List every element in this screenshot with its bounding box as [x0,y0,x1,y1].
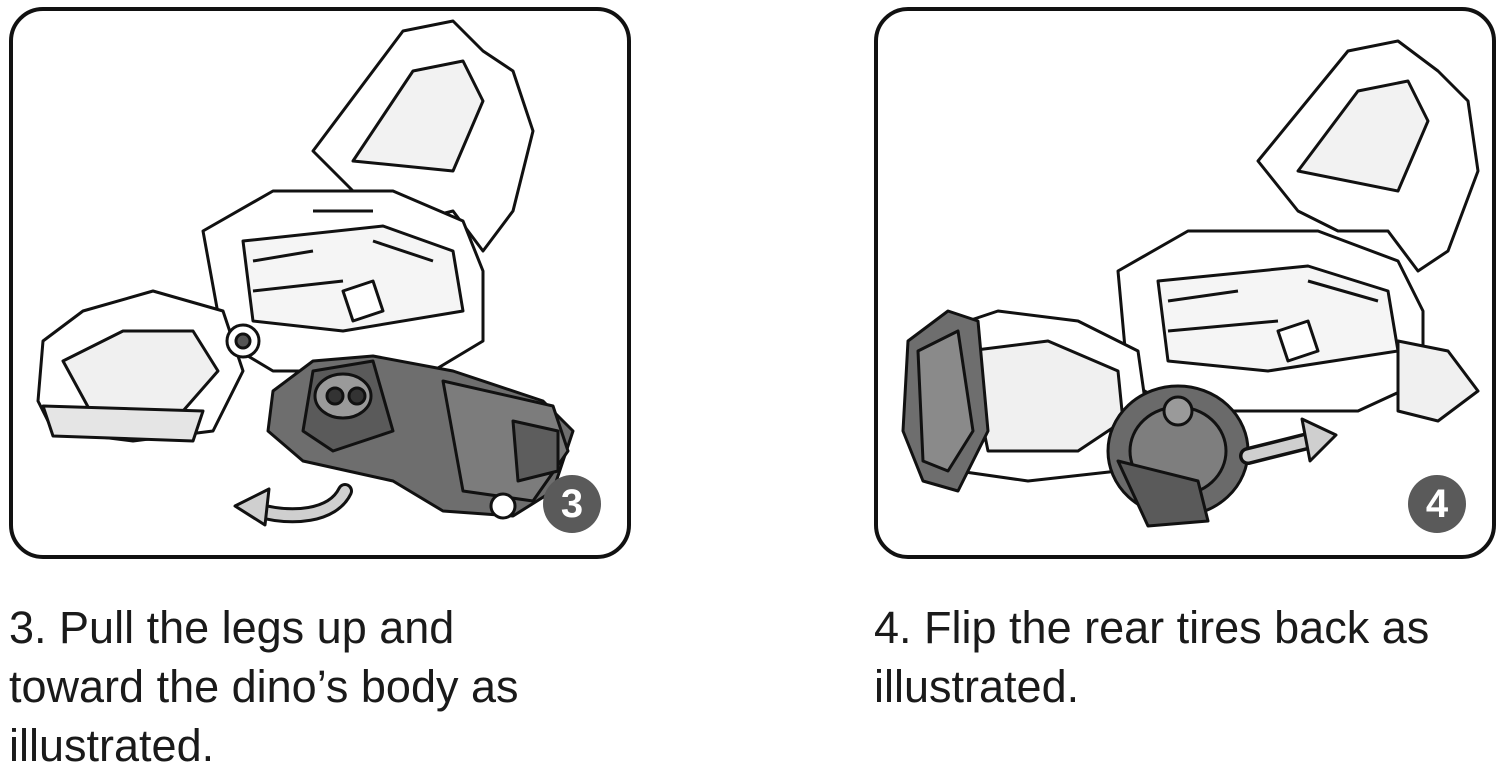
step-3-caption: 3. Pull the legs up and toward the dino’… [9,602,519,771]
step-4-caption: 4. Flip the rear tires back as illustrat… [874,602,1430,712]
step-3-badge: 3 [543,475,601,533]
step-4-panel: 4 [874,7,1496,559]
step-3-panel: 3 [9,7,631,559]
step-4-illustration [901,39,1480,528]
step-3-illustration [36,19,575,527]
step-4-badge: 4 [1408,475,1466,533]
